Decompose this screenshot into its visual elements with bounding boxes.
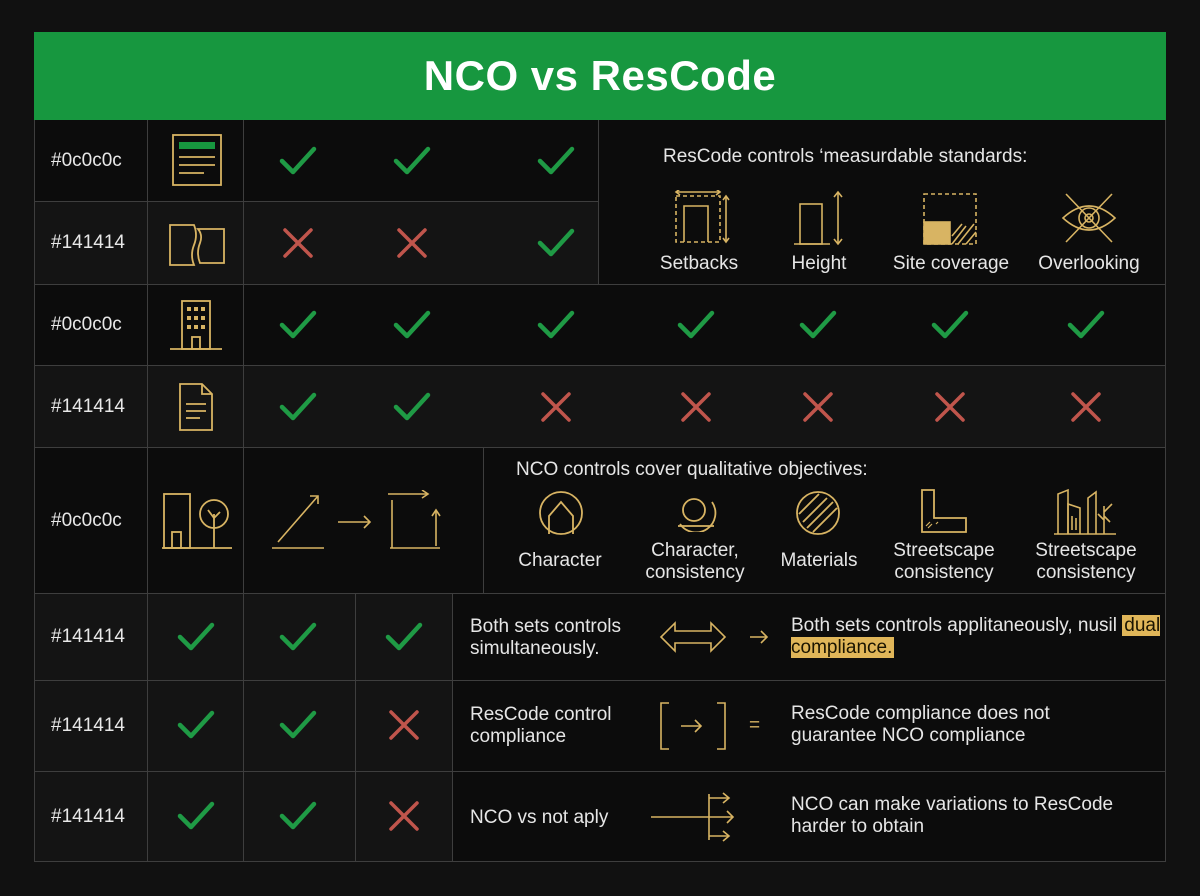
row-label: #0c0c0c <box>34 448 148 594</box>
check-icon <box>534 303 578 347</box>
check-icon <box>174 615 218 659</box>
check-icon <box>276 385 320 429</box>
row-icon-cell <box>148 202 244 285</box>
page-title: NCO vs ResCode <box>423 52 777 99</box>
cross-icon <box>674 385 718 429</box>
arch-icon <box>537 490 585 536</box>
check-icon <box>276 139 320 183</box>
check-icon <box>928 303 972 347</box>
transform-arrows-icon <box>270 490 446 550</box>
statement-cell: ResCode control compliance = ResCode com… <box>453 681 1166 772</box>
overlooking-eye-icon <box>1060 190 1118 246</box>
building-tree-icon <box>162 492 232 550</box>
title-bar: NCO vs ResCode <box>34 32 1166 120</box>
statement-cell: Both sets controls simultaneously. Both … <box>453 594 1166 681</box>
check-icon <box>174 703 218 747</box>
streetscape-l-icon <box>918 488 968 536</box>
row-label: #0c0c0c <box>34 120 148 202</box>
double-arrow-icon <box>659 620 727 654</box>
row-icon-cell <box>148 120 244 202</box>
bracket-arrow-icon <box>659 701 727 751</box>
check-icon <box>276 615 320 659</box>
hatched-circle-icon <box>795 490 841 536</box>
cross-icon <box>1064 385 1108 429</box>
cross-icon <box>382 794 426 838</box>
check-icon <box>390 139 434 183</box>
rescode-item-label: Height <box>791 253 847 274</box>
cross-icon <box>382 703 426 747</box>
rescode-panel: ResCode controls ‘measurdable standards: <box>599 120 1166 285</box>
document-header-icon <box>172 134 222 186</box>
row-label: #141414 <box>34 594 148 681</box>
check-icon <box>174 794 218 838</box>
statement-left: ResCode control compliance <box>470 704 612 747</box>
cross-icon <box>390 221 434 265</box>
rescode-heading: ResCode controls ‘measurdable standards: <box>663 146 1028 167</box>
marks-cell <box>356 594 453 681</box>
document-icon <box>178 382 214 432</box>
nco-item-label: Character, consistency <box>645 540 745 583</box>
cross-icon <box>928 385 972 429</box>
setback-arrows-icon <box>672 190 730 246</box>
overlapping-shapes-icon <box>168 221 226 267</box>
rescode-item-label: Site coverage <box>892 253 1010 274</box>
row-icon-cell <box>148 366 244 448</box>
check-icon <box>276 303 320 347</box>
rescode-item-label: Setbacks <box>659 253 739 274</box>
check-icon <box>390 385 434 429</box>
transition-cell <box>244 448 484 594</box>
nco-item-label: Character <box>518 550 602 571</box>
rescode-item-label: Overlooking <box>1038 253 1140 274</box>
row-label: #141414 <box>34 681 148 772</box>
statement-right-text: Both sets controls applitaneously, nusil <box>791 615 1117 636</box>
check-icon <box>796 303 840 347</box>
statement-right: NCO can make variations to ResCode harde… <box>791 794 1114 837</box>
cross-icon <box>276 221 320 265</box>
statement-left: NCO vs not aply <box>470 807 609 828</box>
nco-item-label: Streetscape consistency <box>893 540 995 583</box>
row-icon-cell <box>148 285 244 366</box>
nco-item-label: Streetscape consistency <box>1035 540 1137 583</box>
building-icon <box>170 299 222 351</box>
check-icon <box>276 703 320 747</box>
check-icon <box>534 221 578 265</box>
cross-icon <box>534 385 578 429</box>
circle-ring-icon <box>674 492 718 532</box>
row-label: #141414 <box>34 366 148 448</box>
statement-left: Both sets controls simultaneously. <box>470 616 622 659</box>
arrow-right-icon <box>749 629 769 645</box>
check-icon <box>674 303 718 347</box>
streetscape-buildings-icon <box>1054 486 1116 536</box>
statement-cell: NCO vs not aply NCO can make variations … <box>453 772 1166 862</box>
site-coverage-icon <box>922 192 980 246</box>
statement-right: Both sets controls applitaneously, nusil… <box>791 615 1161 659</box>
cross-icon <box>796 385 840 429</box>
check-icon <box>382 615 426 659</box>
marks-cell <box>148 594 244 681</box>
row-icon-cell <box>148 448 244 594</box>
check-icon <box>534 139 578 183</box>
check-icon <box>276 794 320 838</box>
marks-cell <box>148 772 244 862</box>
check-icon <box>1064 303 1108 347</box>
marks-cell <box>148 681 244 772</box>
equals-symbol: = <box>749 715 761 736</box>
branching-arrow-icon <box>649 790 739 844</box>
row-label: #0c0c0c <box>34 285 148 366</box>
row-label: #141414 <box>34 772 148 862</box>
statement-right: ResCode compliance does not guarantee NC… <box>791 703 1050 746</box>
row-label: #141414 <box>34 202 148 285</box>
check-icon <box>390 303 434 347</box>
height-icon <box>794 190 848 246</box>
nco-item-label: Materials <box>780 550 858 571</box>
nco-heading: NCO controls cover qualitative objective… <box>516 459 868 480</box>
